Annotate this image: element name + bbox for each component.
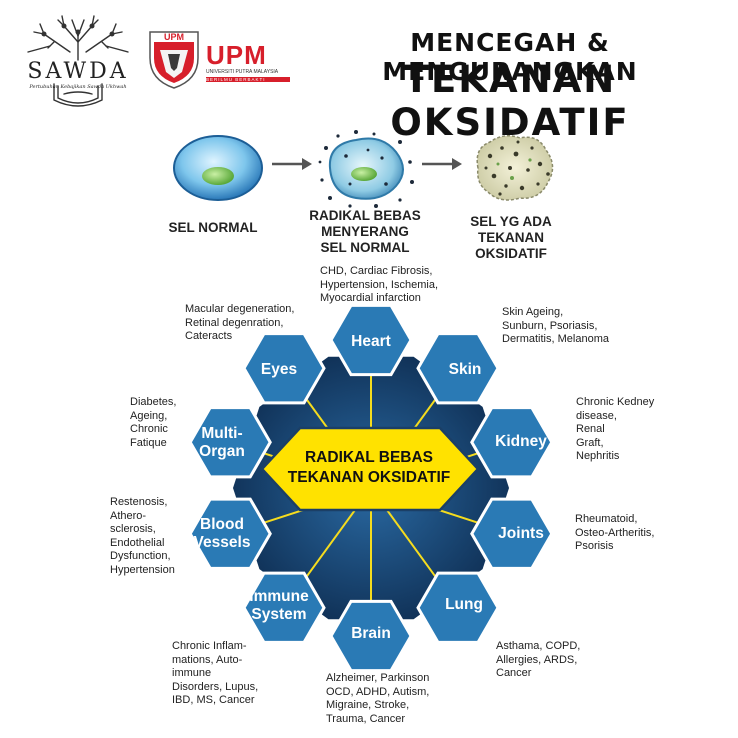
center-label: RADIKAL BEBAS TEKANAN OKSIDATIF: [287, 449, 451, 486]
organ-label-skin: Skin: [448, 361, 482, 378]
hexagon-brain: [329, 599, 413, 673]
stage-normal-label: SEL NORMAL: [168, 220, 258, 235]
hexagon-blood-vessels: [188, 497, 272, 570]
organ-label-joints: Joints: [498, 525, 544, 542]
hexagon-immune-system: [242, 571, 326, 644]
hexagon-multi-organ: [188, 406, 272, 479]
sawda-tagline: Pertubuhan Kebajikan Sawda Ukhwah: [29, 84, 127, 90]
upm-logo: UPM UNIVERSITI PUTRA MALAYSIA BERILMU BE…: [206, 40, 290, 86]
arrow-right-icon: [272, 158, 312, 170]
upm-shield-icon: [149, 31, 199, 89]
organ-label-brain: Brain: [351, 625, 391, 642]
organ-label-multi-organ: Multi-Organ: [199, 425, 245, 460]
note-joints: Rheumatoid,Osteo-Artheritis,Psorisis: [575, 513, 655, 552]
normal-cell-icon: [173, 135, 263, 201]
note-skin: Skin Ageing,Sunburn, Psoriasis,Dermatiti…: [502, 306, 609, 345]
organ-label-eyes: Eyes: [260, 361, 298, 378]
upm-motto: BERILMU BERBAKTI: [206, 77, 290, 82]
hexagon-heart: [329, 303, 413, 377]
upm-crest: UPM: [146, 28, 202, 90]
organ-label-heart: Heart: [351, 333, 391, 350]
sawda-emblem-icon: [27, 15, 129, 107]
hexagon-kidney: [470, 406, 554, 479]
attacked-cell-icon: [318, 130, 414, 208]
upm-fullname: UNIVERSITI PUTRA MALAYSIA: [206, 69, 279, 75]
title-line1: MENCEGAH & MENGURANGKAN: [382, 28, 638, 86]
upm-badge: UPM: [164, 32, 184, 42]
note-eyes: Macular degeneration,Retinal degenration…: [185, 303, 295, 342]
upm-name: UPM: [206, 40, 267, 70]
stage-damaged-label: SEL YG ADA TEKANAN OKSIDATIF: [470, 214, 552, 261]
note-heart: CHD, Cardiac Fibrosis,Hypertension, Isch…: [320, 265, 438, 304]
organ-label-lung: Lung: [445, 596, 483, 613]
stage-attacked-label: RADIKAL BEBAS MENYERANG SEL NORMAL: [309, 208, 421, 255]
arrow-right-icon: [422, 158, 462, 170]
hexagon-lung: [416, 571, 500, 644]
organ-label-kidney: Kidney: [495, 433, 547, 450]
sawda-logo: SAWDA Pertubuhan Kebajikan Sawda Ukhwah: [14, 12, 142, 112]
note-lung: Asthama, COPD,Allergies, ARDS,Cancer: [496, 640, 581, 679]
sawda-name: SAWDA: [27, 59, 129, 84]
center-hexagon: [260, 426, 480, 512]
hexagon-eyes: [242, 332, 326, 405]
damaged-cell-icon: [476, 135, 554, 201]
hexagon-joints: [470, 497, 554, 570]
cell-progression: [173, 130, 554, 208]
hexagon-skin: [416, 332, 500, 405]
